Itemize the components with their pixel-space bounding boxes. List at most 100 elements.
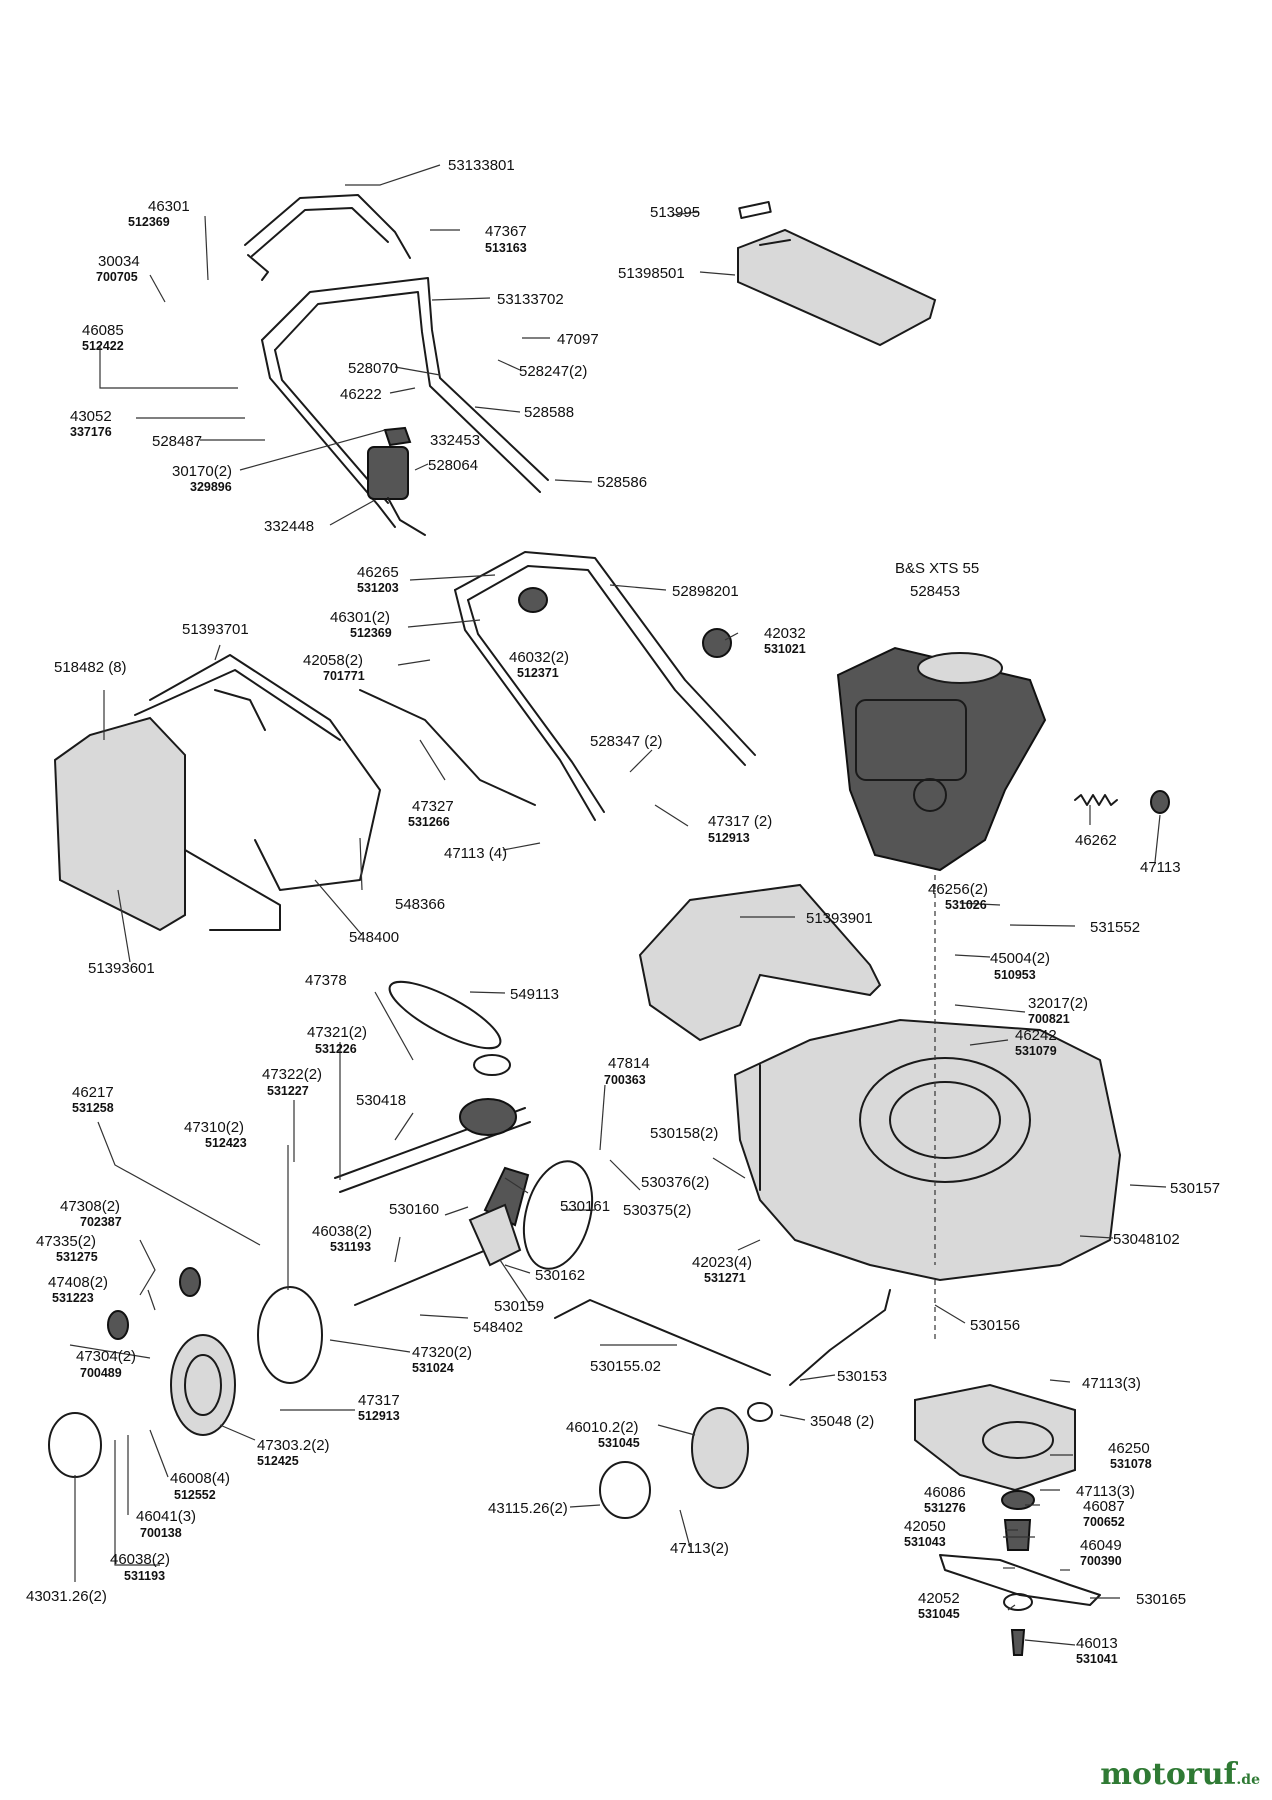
engine: [836, 646, 1047, 872]
callout-c75: 46010.2(2): [566, 1419, 639, 1436]
callout-c45-sub: 700821: [1028, 1012, 1070, 1026]
callout-c52: 47310(2): [184, 1119, 244, 1136]
callout-c80: 46086: [924, 1484, 966, 1501]
front-wheel: [691, 1407, 749, 1489]
callout-c11-sub: 337176: [70, 425, 112, 439]
nut-47113: [1150, 790, 1170, 814]
callout-c53: 530161: [560, 1198, 610, 1215]
callout-c71: 530155.02: [590, 1358, 661, 1375]
rear-wheel-assembly: [48, 1267, 323, 1478]
callout-c85: 47113(2): [670, 1540, 729, 1557]
callout-c50: 46217: [72, 1084, 114, 1101]
wheel-plate: [522, 1160, 594, 1270]
callout-c08: 528070: [348, 360, 398, 377]
callout-c03-sub: 513163: [485, 241, 527, 255]
callout-c03: 47367: [485, 223, 527, 240]
callout-c68: 548402: [473, 1319, 523, 1336]
callout-c31-sub: 512913: [708, 831, 750, 845]
callout-c15-sub: 329896: [190, 480, 232, 494]
brand-watermark: motoruf.de: [1100, 1757, 1260, 1792]
callout-c88: 46038(2): [110, 1551, 170, 1568]
callout-c73: 47113(3): [1082, 1375, 1141, 1392]
callout-c26-sub: 701771: [323, 669, 365, 683]
callout-c78: 46250: [1108, 1440, 1150, 1457]
callout-c77: 47303.2(2): [257, 1437, 330, 1454]
height-lever: [789, 1289, 891, 1386]
callout-c49-sub: 700363: [604, 1073, 646, 1087]
switch-box: [367, 426, 426, 536]
callout-c54: 530158(2): [650, 1125, 718, 1142]
callout-labels: 53133801 46301 512369 47367 513163 30034…: [26, 157, 1220, 1666]
callout-c74: 47317: [358, 1392, 400, 1409]
watermark-tld: .de: [1236, 1772, 1260, 1788]
callout-c41: 531552: [1090, 919, 1140, 936]
mower-deck: [733, 1018, 1122, 1282]
callout-c57: 47308(2): [60, 1198, 120, 1215]
callout-c47-sub: 531226: [315, 1042, 357, 1056]
callout-c80-sub: 531276: [924, 1501, 966, 1515]
bracket-530162: [468, 1203, 522, 1267]
callout-c57-sub: 702387: [80, 1215, 122, 1229]
callout-c84-sub: 700138: [140, 1526, 182, 1540]
callout-c02: 46301: [148, 198, 190, 215]
callout-c87: 46049: [1080, 1537, 1122, 1554]
callout-c44: 549113: [510, 986, 559, 1003]
callout-c14: 332453: [430, 432, 480, 449]
callout-c83-sub: 700652: [1083, 1515, 1125, 1529]
callout-c12: 528588: [524, 404, 574, 421]
engine-model-label: B&S XTS 55: [895, 560, 979, 577]
callout-c66: 530159: [494, 1298, 544, 1315]
callout-c10: 46222: [340, 386, 382, 403]
rear-axle: [334, 1054, 531, 1193]
callout-c17: 528586: [597, 474, 647, 491]
callout-c27: 51393701: [182, 621, 249, 638]
callout-c15: 30170(2): [172, 463, 232, 480]
callout-c88-sub: 531193: [124, 1569, 165, 1583]
callout-c47: 47321(2): [307, 1024, 367, 1041]
callout-c63-sub: 531223: [52, 1291, 94, 1305]
callout-c86: 42050: [904, 1518, 946, 1535]
washer-35048: [747, 1402, 773, 1422]
callout-c86-sub: 531043: [904, 1535, 946, 1549]
front-hubcap: [599, 1461, 651, 1519]
callout-c87-sub: 700390: [1080, 1554, 1122, 1568]
callout-c89: 530165: [1136, 1591, 1186, 1608]
upper-handle-bar: [244, 194, 411, 281]
callout-c49: 47814: [608, 1055, 650, 1072]
callout-c77-sub: 512425: [257, 1454, 299, 1468]
callout-c30: 47327: [412, 798, 454, 815]
callout-c61-sub: 531193: [330, 1240, 371, 1254]
callout-c50-sub: 531258: [72, 1101, 114, 1115]
callout-c09: 528247(2): [519, 363, 587, 380]
callout-c90-sub: 531045: [918, 1607, 960, 1621]
callout-c84: 46041(3): [136, 1508, 196, 1525]
callout-c42: 45004(2): [990, 950, 1050, 967]
callout-c78-sub: 531078: [1110, 1457, 1152, 1471]
callout-c25: 42032: [764, 625, 806, 642]
callout-c20: 51398501: [618, 265, 685, 282]
callout-c70-sub: 531024: [412, 1361, 454, 1375]
callout-c39-sub: 531026: [945, 898, 987, 912]
callout-c39: 46256(2): [928, 881, 988, 898]
top-cover: [737, 200, 937, 347]
callout-c81: 47113(3): [1076, 1483, 1135, 1500]
callout-c90: 42052: [918, 1590, 960, 1607]
callout-c72: 530153: [837, 1368, 887, 1385]
callout-c92-sub: 531041: [1076, 1652, 1118, 1666]
callout-c48: 47322(2): [262, 1066, 322, 1083]
callout-c83: 46087: [1083, 1498, 1125, 1515]
callout-c30-sub: 531266: [408, 815, 450, 829]
callout-c75-sub: 531045: [598, 1436, 640, 1450]
spring: [1074, 794, 1118, 806]
callout-c58: 530160: [389, 1201, 439, 1218]
callout-c67: 530156: [970, 1317, 1020, 1334]
callout-c76: 35048 (2): [810, 1413, 874, 1430]
callout-c02-sub: 512369: [128, 215, 170, 229]
callout-c31: 47317 (2): [708, 813, 772, 830]
callout-c46-sub: 531079: [1015, 1044, 1057, 1058]
callout-c32: 47113 (4): [444, 845, 507, 862]
callout-c38: 51393601: [88, 960, 155, 977]
callout-c65: 530162: [535, 1267, 585, 1284]
callout-c18: 332448: [264, 518, 314, 535]
